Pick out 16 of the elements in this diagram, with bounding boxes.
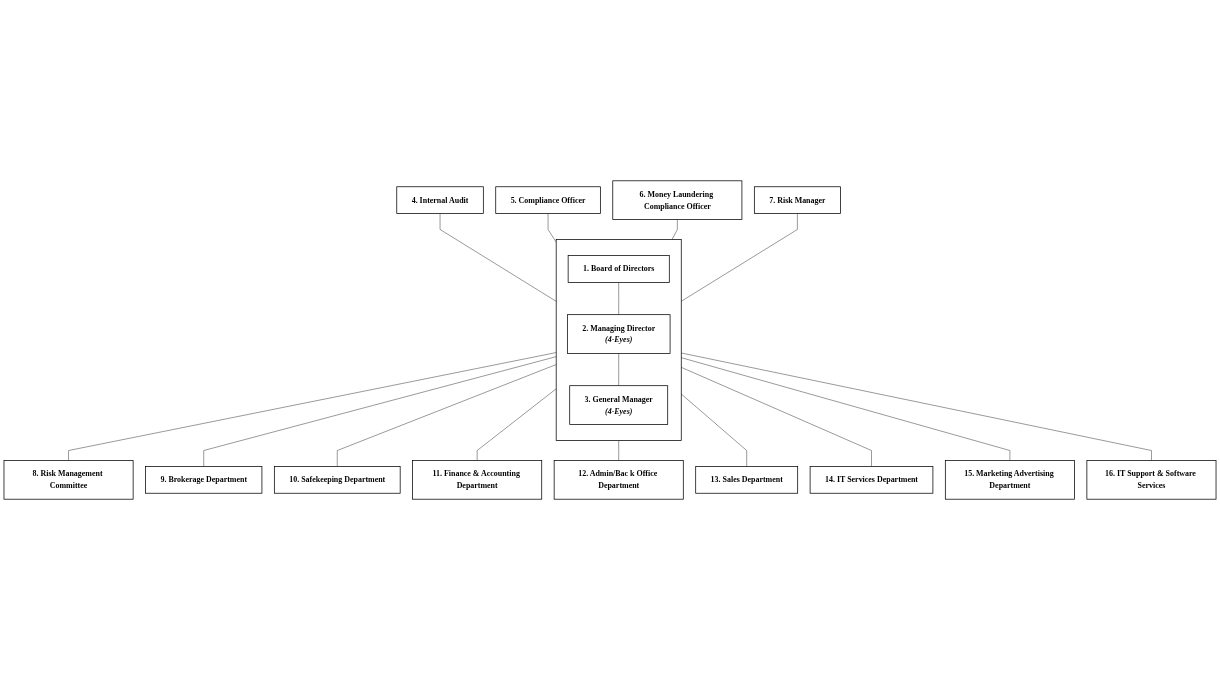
connector [681,393,747,467]
connector [681,352,1152,461]
connector [547,213,557,243]
connector [618,440,619,461]
connector [618,282,619,315]
connector [618,353,619,386]
connector [337,364,557,467]
connector [681,357,1011,461]
cluster [555,239,682,441]
connector [476,388,557,461]
connector [681,213,798,302]
connector [439,213,557,302]
connector [203,356,557,467]
connector [671,219,678,240]
connector [68,352,557,461]
connector [681,367,872,467]
